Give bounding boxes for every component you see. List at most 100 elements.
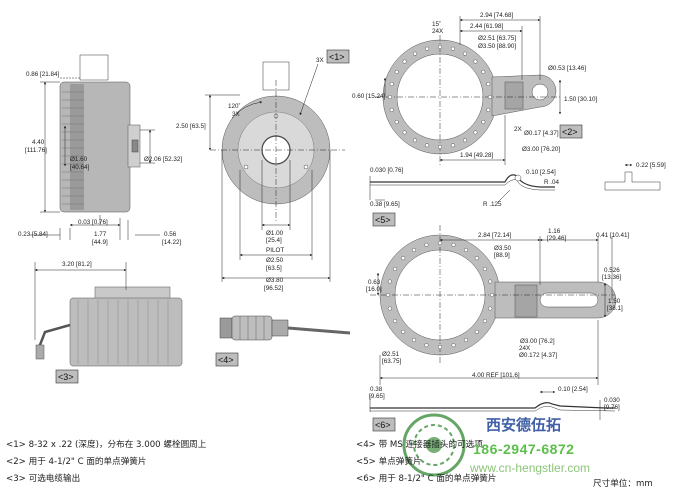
note-6: <6> 用于 8-1/2" C 面的单点弹簧片 — [356, 474, 497, 484]
bolt-hole — [463, 337, 469, 343]
dim-dia-3.80: Ø3.80 — [266, 277, 284, 284]
note-3: <3> 可选电缆输出 — [6, 474, 81, 484]
bolt-hole — [487, 94, 493, 100]
dim-24x: 24X — [432, 28, 444, 35]
ms-connector-plug — [219, 315, 351, 341]
dim-dia-1.60: Ø1.60 — [70, 156, 88, 163]
bolt-hole — [401, 329, 406, 334]
side-view-encoder — [59, 54, 141, 213]
dim-0.526-mm: [13.36] — [602, 274, 622, 281]
dim-r-125: R .125 — [483, 201, 502, 208]
bolt-hole — [425, 46, 430, 51]
bolt-hole — [387, 306, 392, 311]
dim-1.94: 1.94 [49.28] — [460, 152, 494, 159]
dim-dia-2.51-b: Ø2.51 — [382, 351, 400, 358]
dim-3.20: 3.20 [81.2] — [62, 261, 92, 268]
bolt-hole — [437, 44, 443, 50]
bolt-hole — [392, 318, 398, 324]
dim-dia-0.172: Ø0.172 [4.37] — [519, 352, 557, 359]
dim-0.56-mm: [14.22] — [162, 239, 182, 246]
bolt-hole — [474, 329, 479, 334]
bolt-hole — [451, 343, 456, 348]
dim-2.50: 2.50 [63.5] — [176, 123, 206, 130]
spring-strip-5 — [370, 174, 555, 191]
dim-dia-2.50: Ø2.50 — [266, 257, 284, 264]
bolt-hole — [402, 130, 407, 135]
bolt-hole — [488, 306, 493, 311]
dim-0.030: 0.030 [0.76] — [370, 167, 404, 174]
dim-dia-3.80-mm: [96.52] — [264, 285, 284, 292]
dim-1.16: 1.16 — [548, 228, 561, 235]
dim-3x: 3X — [316, 57, 325, 64]
tag-6: <6> — [375, 420, 391, 430]
dim-15-deg: 15˚ — [432, 20, 441, 28]
bolt-hole — [424, 343, 429, 348]
bolt-hole — [394, 119, 399, 125]
bolt-hole — [462, 51, 468, 56]
dim-dia-3.50-b-mm: [88.9] — [494, 252, 510, 259]
dim-0.10: 0.10 [2.54] — [526, 169, 556, 176]
dim-dia-2.50-mm: [63.5] — [266, 265, 282, 272]
dim-2.44: 2.44 [61.98] — [470, 23, 504, 30]
dim-0.23: 0.23 [5.84] — [18, 231, 48, 238]
bolt-hole — [402, 59, 407, 64]
spring-end-view — [604, 171, 661, 191]
dim-0.22: 0.22 [5.59] — [636, 162, 666, 169]
bolt-hole — [389, 82, 394, 87]
dim-0.63-mm: [16.0] — [366, 286, 382, 293]
dim-0.03: 0.03 [0.76] — [78, 219, 108, 226]
dim-120-3x: 3X — [232, 111, 241, 118]
dim-dia-2.51: Ø2.51 [63.75] — [478, 35, 516, 42]
bolt-hole — [411, 337, 417, 343]
dim-0.10-b: 0.10 [2.54] — [558, 386, 588, 393]
dim-0.41: 0.41 [10.41] — [596, 232, 630, 239]
bolt-hole — [474, 256, 479, 261]
bolt-hole — [392, 266, 398, 272]
bolt-hole — [387, 279, 392, 284]
dim-dia-1.60-mm: [40.64] — [70, 164, 90, 171]
dim-1.50-b: 1.50 — [608, 298, 621, 305]
bolt-hole — [450, 143, 455, 148]
company-logo — [402, 413, 466, 477]
dim-dia-0.17: Ø0.17 [4.37] — [524, 130, 559, 137]
bolt-hole — [473, 130, 478, 135]
bolt-hole — [425, 143, 430, 148]
tag-5: <5> — [375, 215, 391, 225]
unit-label: 尺寸单位：mm — [593, 479, 653, 489]
dim-1.50-b-mm: [38.1] — [607, 305, 623, 312]
bolt-hole — [473, 59, 478, 64]
dim-4.00-ref: 4.00 REF [101.6] — [472, 372, 520, 379]
dim-24x-b: 24X — [519, 345, 531, 352]
cable-encoder-view — [35, 286, 183, 367]
bolt-hole — [481, 69, 486, 75]
bolt-hole — [394, 69, 399, 75]
note-2: <2> 用于 4-1/2" C 面的单点弹簧片 — [6, 457, 147, 467]
dim-0.030-b: 0.030 — [604, 397, 620, 404]
bolt-hole — [462, 138, 468, 143]
bolt-hole — [486, 107, 491, 112]
dim-dia-2.51-b-mm: [63.75] — [382, 358, 402, 365]
dim-dia-3.50-b: Ø3.50 — [494, 245, 512, 252]
dim-0.63: 0.63 — [368, 279, 381, 286]
bolt-hole — [401, 256, 406, 261]
dim-0.86: 0.86 [21.84] — [26, 71, 60, 78]
watermark-phone: 186-2947-6872 — [473, 441, 575, 457]
spring-bracket-2 — [382, 39, 557, 155]
spring-bracket-6 — [379, 234, 617, 356]
bolt-hole — [412, 51, 418, 56]
tag-2: <2> — [562, 127, 578, 137]
bolt-hole — [489, 292, 495, 298]
dim-0.030-b-mm: [0.76] — [604, 404, 620, 411]
bolt-hole — [482, 266, 488, 272]
bolt-hole — [412, 138, 418, 143]
dim-1.50: 1.50 [30.10] — [564, 96, 598, 103]
dim-2x: 2X — [514, 126, 523, 133]
dim-4.40: 4.40 — [32, 139, 45, 146]
note-4: <4> 带 MS 连接器插头的可选项 — [356, 440, 483, 450]
dim-r-04: R .04 — [544, 179, 560, 186]
bolt-hole — [411, 247, 417, 253]
watermark-company: 西安德伍拓 — [486, 416, 562, 434]
dim-0.56: 0.56 — [164, 231, 177, 238]
bolt-hole — [437, 144, 443, 150]
